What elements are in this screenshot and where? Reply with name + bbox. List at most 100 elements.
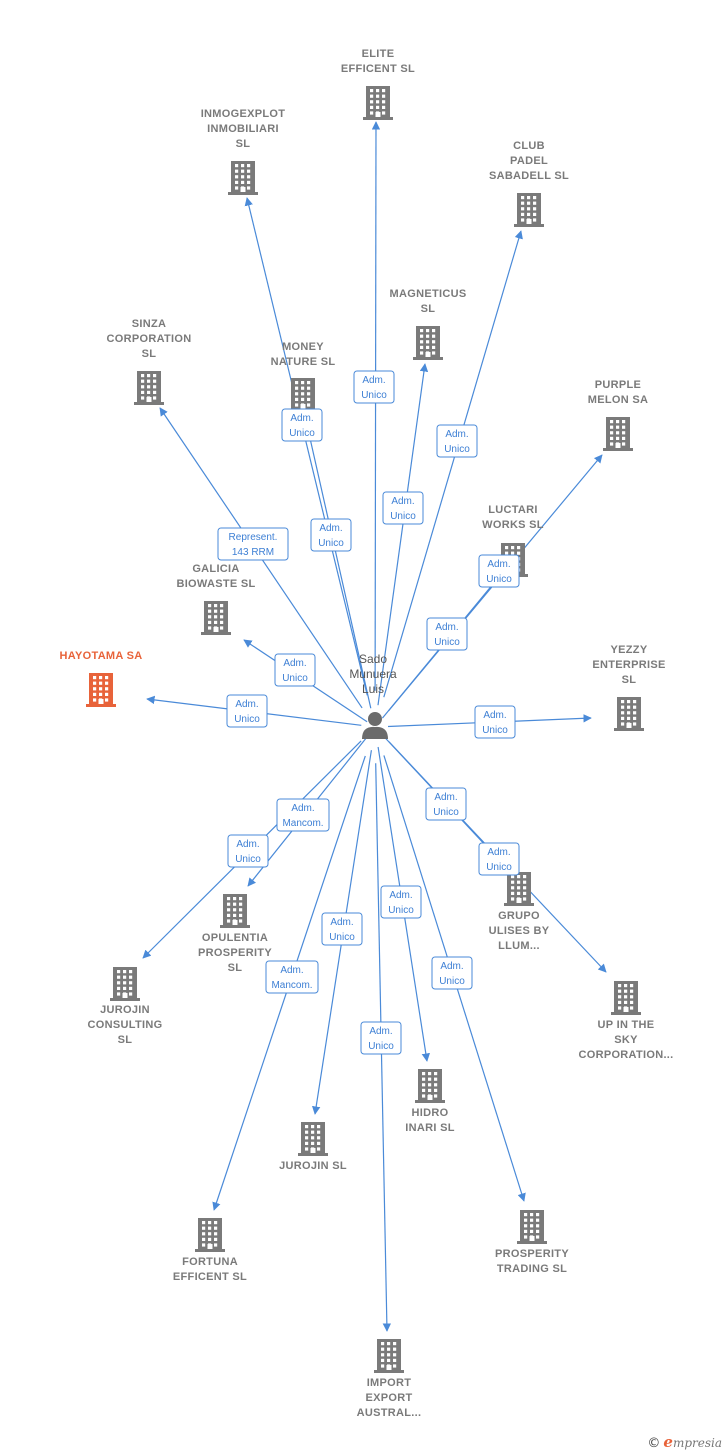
footer-brand: ©empresia — [647, 1433, 722, 1451]
company-node-hayotama[interactable]: HAYOTAMA SA — [60, 650, 143, 707]
copyright-symbol: © — [647, 1436, 661, 1451]
edge-role-text: Adm. — [319, 523, 342, 534]
brand-name: mpresia — [672, 1436, 722, 1450]
building-icon — [415, 1069, 445, 1103]
edge-role-text: Mancom. — [271, 980, 312, 991]
edge-label-box — [426, 617, 468, 651]
company-label: LLUM... — [498, 940, 540, 952]
building-icon — [201, 601, 231, 635]
company-label: SABADELL SL — [489, 170, 569, 182]
edge-label-box — [310, 518, 352, 552]
company-label: CORPORATION — [107, 333, 192, 345]
edge-role-text: Adm. — [236, 839, 259, 850]
company-label: EFFICENT SL — [341, 63, 415, 75]
company-node-importexport[interactable]: IMPORTEXPORTAUSTRAL... — [357, 1339, 422, 1419]
edge-label-opulentia: Adm.Mancom. — [276, 798, 330, 832]
company-label: PADEL — [510, 155, 548, 167]
company-label: GRUPO — [498, 910, 540, 922]
building-icon — [110, 967, 140, 1001]
edge-label-jurojin: Adm. Unico — [321, 912, 363, 946]
edge-label-money: Adm.Unico — [281, 408, 323, 442]
edge-label-box — [276, 798, 330, 832]
edge-label-hayotama: Adm.Unico — [226, 694, 268, 728]
building-icon — [228, 161, 258, 195]
edge-label-box — [431, 956, 473, 990]
edge-label-importexport: Adm.Unico — [360, 1021, 402, 1055]
company-label: CLUB — [513, 140, 545, 152]
edge-role-text: Adm. — [435, 622, 458, 633]
edge-label-clubpadel: Adm.Unico — [436, 424, 478, 458]
edge-label-box — [474, 705, 516, 739]
company-node-prosperity[interactable]: PROSPERITY TRADING SL — [495, 1210, 569, 1275]
company-node-upinsky[interactable]: UP IN THESKYCORPORATION... — [578, 981, 673, 1061]
company-label: INMOBILIARI — [207, 123, 279, 135]
building-icon — [611, 981, 641, 1015]
edge-label-grupo: Adm.Unico — [425, 787, 467, 821]
edge-line-elite — [371, 121, 381, 691]
company-label: EFFICENT SL — [173, 1271, 247, 1283]
company-node-inmogexplot[interactable]: INMOGEXPLOT INMOBILIARI SL — [201, 108, 286, 195]
edge-role-text: Unico — [329, 932, 355, 943]
company-label: CONSULTING — [88, 1019, 163, 1031]
edge-role-text: Represent. — [229, 532, 278, 543]
edge-label-purple: Adm.Unico — [478, 554, 520, 588]
company-label: JUROJIN SL — [279, 1160, 347, 1172]
company-label: TRADING SL — [497, 1263, 567, 1275]
company-node-grupo[interactable]: GRUPO ULISES BY LLUM... — [489, 872, 550, 952]
edge-role-text: Unico — [486, 574, 512, 585]
building-icon — [86, 673, 116, 707]
edge-role-text: Unico — [444, 444, 470, 455]
edge-label-box — [478, 842, 520, 876]
edge-role-text: Adm. — [235, 699, 258, 710]
edge-label-magneticus: Adm.Unico — [382, 491, 424, 525]
company-node-jurojin[interactable]: JUROJIN SL — [279, 1122, 347, 1172]
edge-label-yezzy: Adm.Unico — [474, 705, 516, 739]
edge-role-text: Mancom. — [282, 818, 323, 829]
person-name: Luis — [362, 682, 384, 696]
edge-label-elite: Adm.Unico — [353, 370, 395, 404]
company-node-clubpadel[interactable]: CLUB PADEL SABADELL SL — [489, 140, 569, 227]
building-icon — [514, 193, 544, 227]
edge-label-box — [353, 370, 395, 404]
company-label: PROSPERITY — [495, 1248, 569, 1260]
person-name: Sado — [359, 652, 387, 666]
company-label: INMOGEXPLOT — [201, 108, 286, 120]
company-label: JUROJIN — [100, 1004, 150, 1016]
company-label: SL — [142, 348, 157, 360]
building-icon — [603, 417, 633, 451]
edge-role-text: Unico — [433, 807, 459, 818]
building-icon — [220, 894, 250, 928]
edge-role-text: Unico — [482, 725, 508, 736]
edge-role-text: Unico — [368, 1041, 394, 1052]
edge-role-text: Unico — [289, 428, 315, 439]
edge-role-text: Unico — [318, 538, 344, 549]
edge-role-text: Unico — [235, 854, 261, 865]
edge-role-text: Unico — [282, 673, 308, 684]
company-label: PURPLE — [595, 379, 641, 391]
company-label: BIOWASTE SL — [176, 578, 255, 590]
building-icon — [288, 378, 318, 412]
edge-label-box — [281, 408, 323, 442]
edge-role-text: Adm. — [487, 847, 510, 858]
edge-label-upinsky: Adm.Unico — [478, 842, 520, 876]
edge-role-text: Unico — [390, 511, 416, 522]
edge-role-text: Adm. — [330, 917, 353, 928]
company-label: SL — [236, 138, 251, 150]
company-label: ULISES BY — [489, 925, 550, 937]
building-icon — [504, 872, 534, 906]
person-name: Munuera — [349, 667, 397, 681]
